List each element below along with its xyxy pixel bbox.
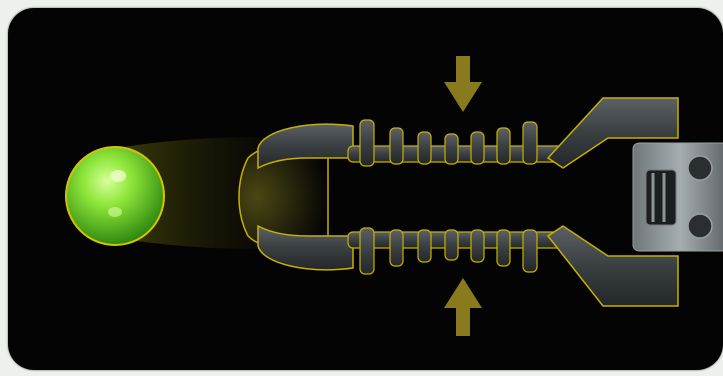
gripper-base-mount [633, 143, 723, 251]
green-ball [66, 147, 164, 245]
ball-highlight-lower [108, 207, 122, 217]
arrow-down-icon [444, 56, 482, 112]
gripper-illustration [8, 8, 723, 370]
ball-highlight [110, 170, 126, 182]
upper-finger [258, 98, 678, 168]
illustration-panel [8, 8, 723, 370]
gripper-mouth [239, 147, 328, 248]
arrow-up-icon [444, 278, 482, 336]
